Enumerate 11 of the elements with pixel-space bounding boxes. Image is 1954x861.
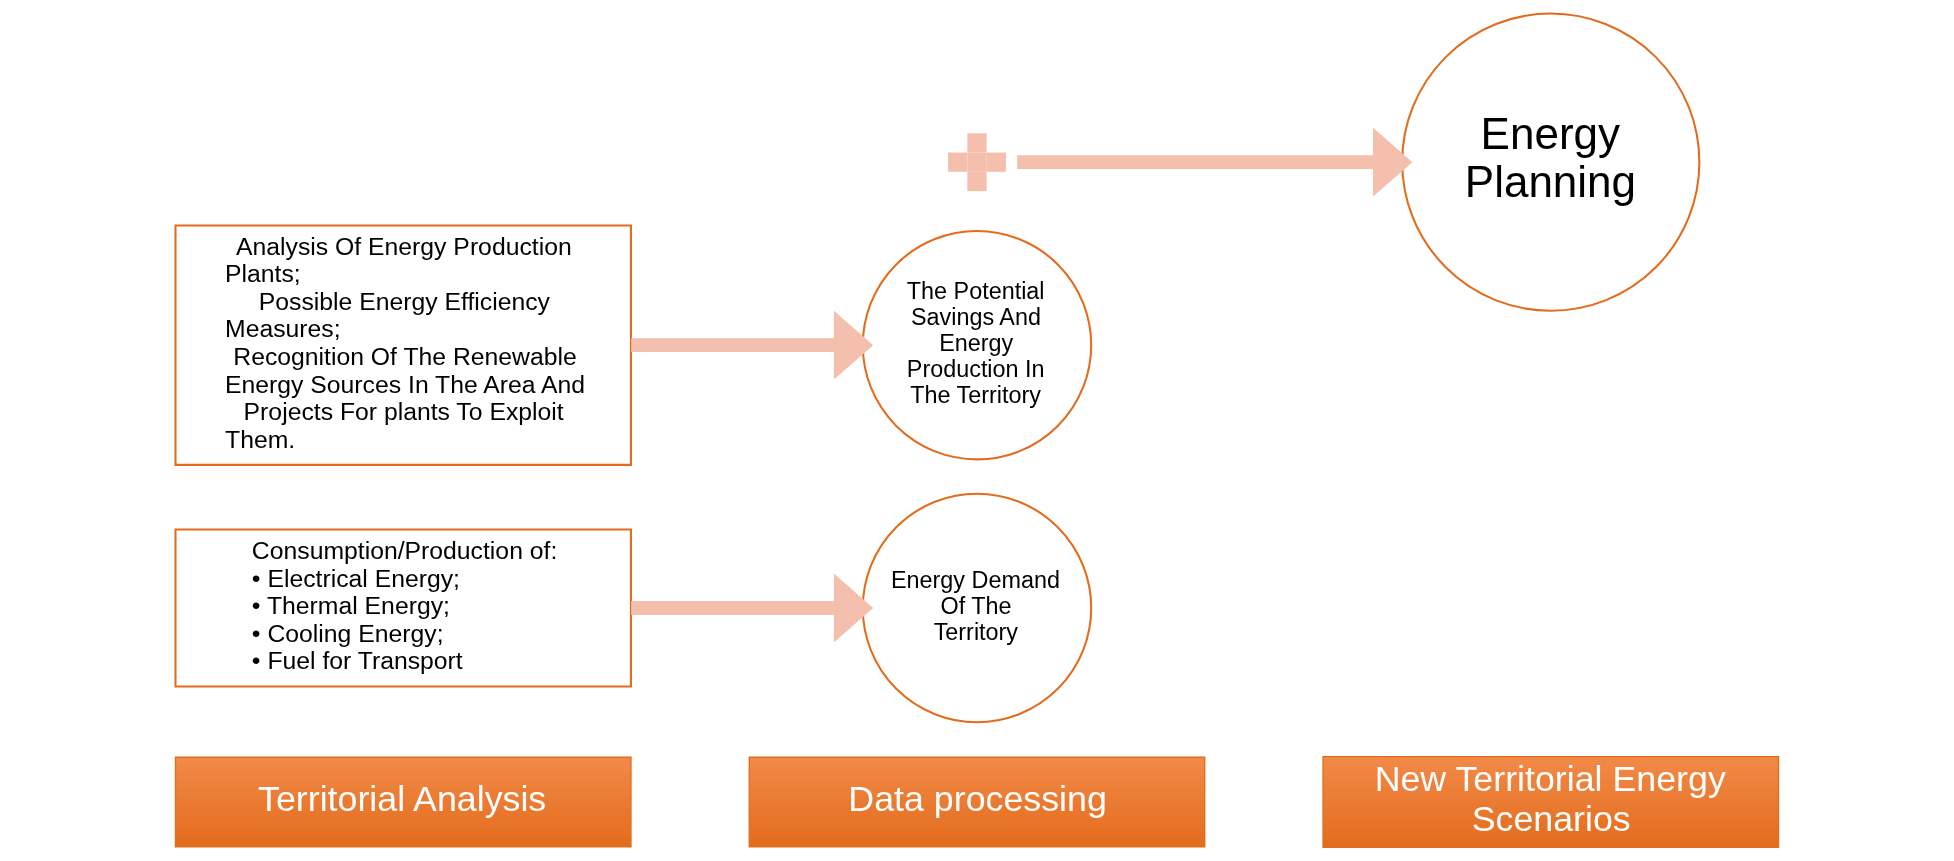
node-box: Territorial Analysis bbox=[174, 756, 632, 848]
node-box: New Territorial Energy Scenarios bbox=[1322, 755, 1780, 849]
node-circle: Energy Demand Of The Territory bbox=[861, 492, 1093, 724]
node-box: Consumption/Production of: • Electrical Energy; • Thermal Energy; • Cooling Energy; • Fuel for Transport bbox=[174, 528, 632, 688]
arrow bbox=[1017, 127, 1413, 197]
arrow bbox=[631, 310, 874, 380]
node-box: Data processing bbox=[748, 756, 1206, 848]
node-circle: The Potential Savings And Energy Production In The Territory bbox=[861, 229, 1093, 461]
arrow bbox=[631, 573, 874, 643]
node-box: Analysis Of Energy Production Plants; Possible Energy Efficiency Measures; Recognition Of The Renewable Energy Sources In The Area And Projects For plants To Exploit Them. bbox=[174, 224, 632, 466]
node-circle: Energy Planning bbox=[1401, 12, 1701, 312]
